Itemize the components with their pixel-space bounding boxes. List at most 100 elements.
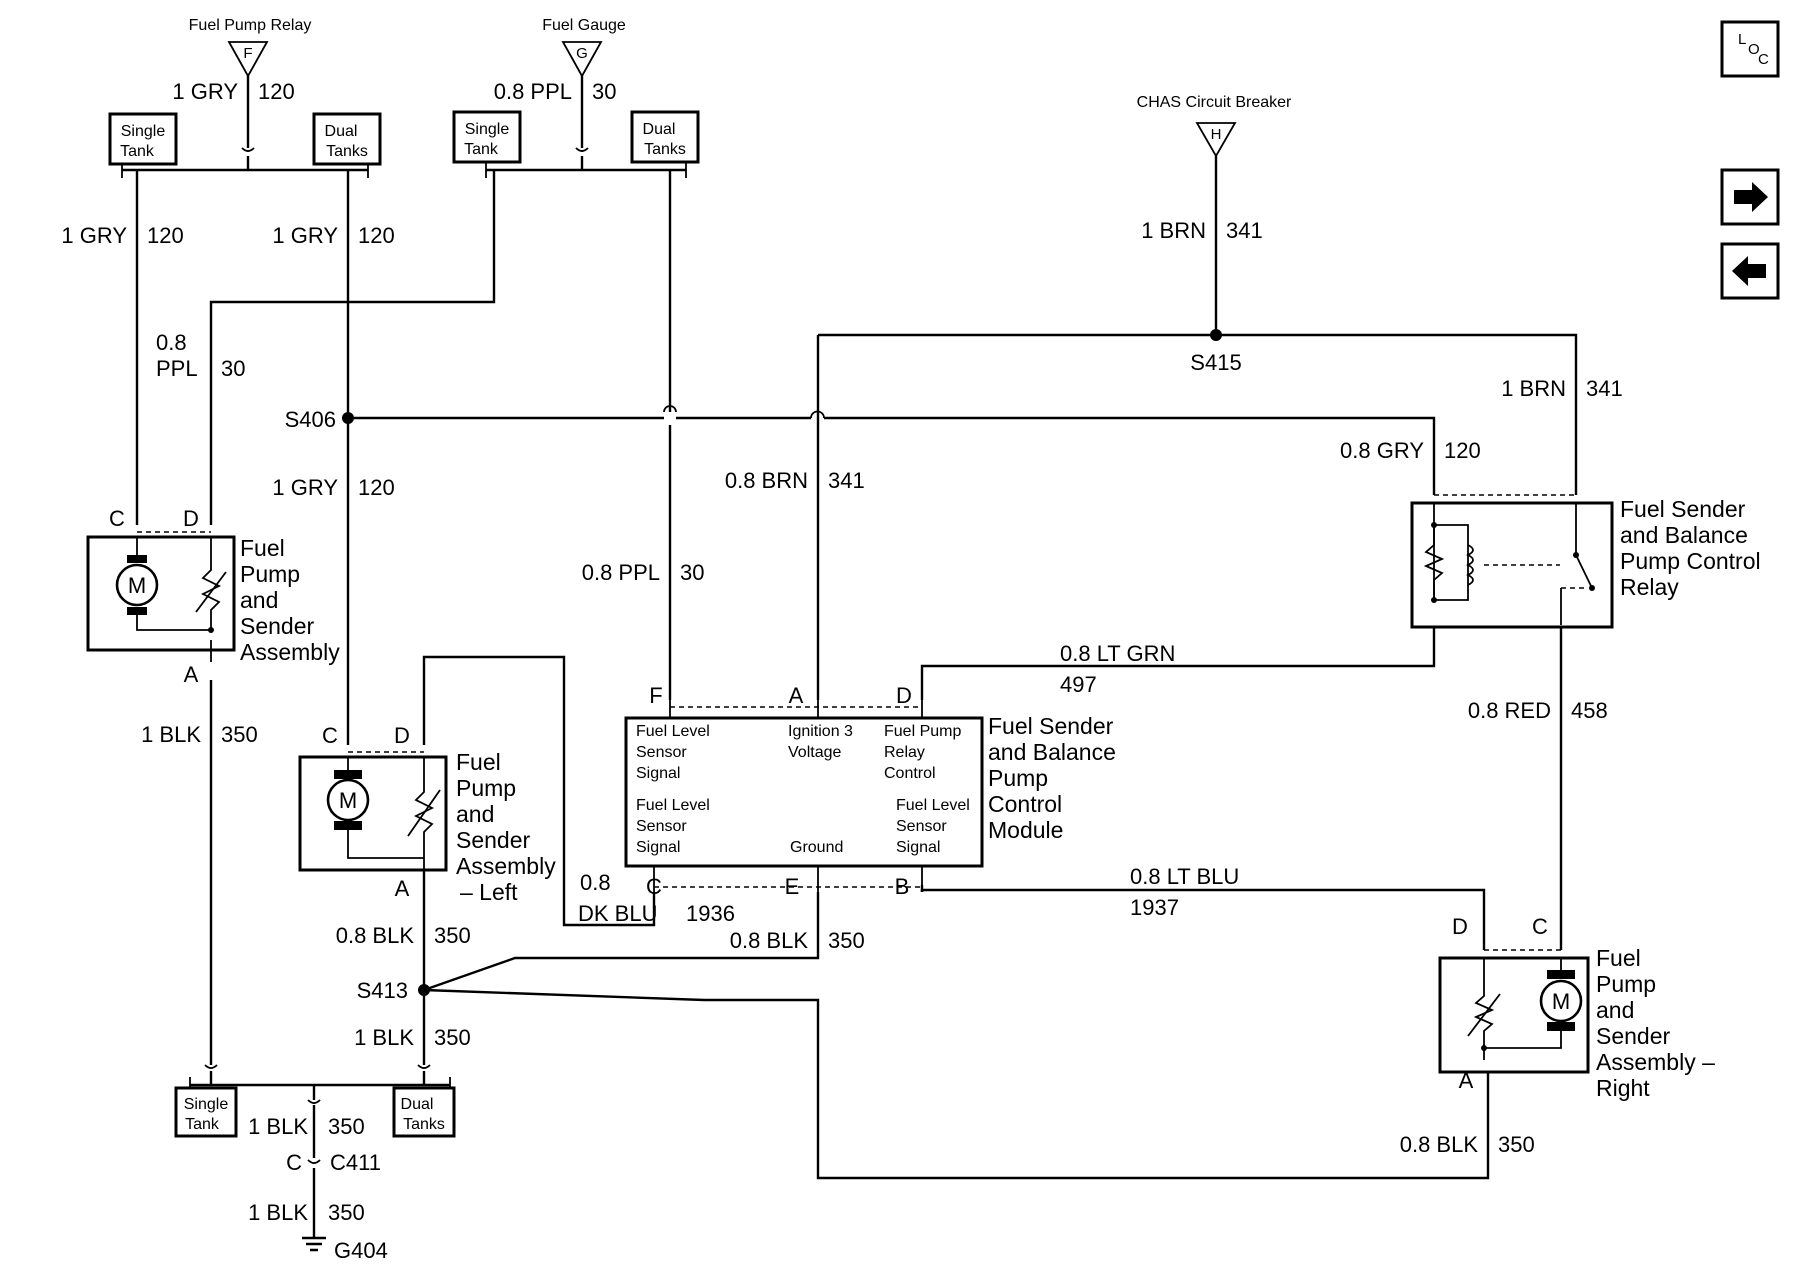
module-label-a-2: Voltage [788, 744, 841, 761]
wire-right-blk-circuit: 350 [1498, 1132, 1535, 1157]
wire-single-gry-circuit: 120 [147, 223, 184, 248]
left-assembly-name-5: Assembly [456, 853, 556, 879]
wire-s413-blk-circuit: 350 [434, 1025, 471, 1050]
previous-page-button[interactable] [1720, 242, 1780, 300]
fuel-pump-relay-connector: Fuel Pump Relay F [189, 17, 312, 78]
single-assembly-name-1: Fuel [240, 535, 285, 561]
right-assembly-pin-a: A [1459, 1068, 1474, 1093]
relay-name-4: Relay [1620, 574, 1679, 600]
fuel-sender-balance-pump-control-module: F A D C E B Fuel Level Sensor Signal Ign… [624, 683, 1116, 899]
right-assembly-pin-c: C [1532, 914, 1548, 939]
wire-module-blk-circuit: 350 [828, 928, 865, 953]
single-tank-option-box-ground: Single Tank [174, 1086, 238, 1138]
single-assembly-pin-a: A [184, 662, 199, 687]
left-assembly-pin-c: C [322, 723, 338, 748]
wire-single-ppl-circuit: 30 [221, 356, 245, 381]
dual-tanks-option-box: Dual Tanks [312, 112, 382, 166]
module-label-f-2: Sensor [636, 744, 687, 761]
wire-gauge-feed-color: 0.8 PPL [494, 79, 572, 104]
fuel-pump-relay-title: Fuel Pump Relay [189, 17, 312, 34]
module-pin-a: A [789, 683, 804, 708]
module-label-b-1: Fuel Level [896, 797, 970, 814]
loc-letter-o: O [1748, 41, 1760, 58]
wire-lt-blu-circuit: 1937 [1130, 895, 1179, 920]
module-name-5: Module [988, 817, 1063, 843]
splice-s415-label: S415 [1190, 350, 1241, 375]
right-assembly-name-1: Fuel [1596, 945, 1641, 971]
relay-switch-icon [1560, 552, 1595, 625]
module-label-c-3: Signal [636, 839, 680, 856]
module-name-4: Control [988, 791, 1062, 817]
module-label-d-1: Fuel Pump [884, 723, 961, 740]
variable-resistor-icon [1467, 978, 1501, 1060]
wire-ppl-module-color: 0.8 PPL [582, 560, 660, 585]
module-pin-b: B [895, 874, 910, 899]
module-label-c-2: Sensor [636, 818, 687, 835]
loc-letter-l: L [1738, 31, 1746, 48]
module-label-d-3: Control [884, 765, 936, 782]
dual-tanks-line1: Dual [325, 123, 358, 140]
wire-brn-relay-color: 1 BRN [1501, 376, 1566, 401]
single-tank-option-box-gauge: Single Tank [452, 110, 522, 164]
single-assembly-name-5: Assembly [240, 639, 340, 665]
single-tank-ground-line2: Tank [185, 1116, 220, 1133]
dual-tanks-gauge-line1: Dual [643, 121, 676, 138]
wire-dual-gry-circuit: 120 [358, 223, 395, 248]
fuel-pump-relay-pin: F [243, 45, 252, 62]
arrow-right-icon [1734, 182, 1768, 212]
wire-relay-feed-circuit: 120 [258, 79, 295, 104]
right-assembly-pin-d: D [1452, 914, 1468, 939]
wire-brn-main-color: 1 BRN [1141, 218, 1206, 243]
wire-right-blk-color: 0.8 BLK [1400, 1132, 1479, 1157]
wire-single-blk-color: 1 BLK [141, 722, 201, 747]
wire-single-blk-circuit: 350 [221, 722, 258, 747]
module-label-d-2: Relay [884, 744, 925, 761]
c411-pin: C [286, 1150, 302, 1175]
splice-s406-label: S406 [285, 407, 336, 432]
wire-brn-module-color: 0.8 BRN [725, 468, 808, 493]
module-label-b-3: Signal [896, 839, 940, 856]
chas-breaker-title: CHAS Circuit Breaker [1137, 94, 1292, 111]
single-assembly-name-2: Pump [240, 561, 300, 587]
single-assembly-pin-d: D [183, 506, 199, 531]
wire-gry-relay-circuit: 120 [1444, 438, 1481, 463]
wire-s413-blk-color: 1 BLK [354, 1025, 414, 1050]
single-tank-ground-line1: Single [184, 1096, 229, 1113]
single-tank-pump-sender-assembly: C D A M Fuel Pump and Sender Assembly [86, 506, 340, 687]
module-label-f-1: Fuel Level [636, 723, 710, 740]
wire-single-gry-color: 1 GRY [61, 223, 127, 248]
wire-ppl-module-circuit: 30 [680, 560, 704, 585]
right-motor-letter: M [1552, 989, 1570, 1014]
chas-breaker-pin: H [1211, 126, 1222, 143]
single-motor-letter: M [128, 573, 146, 598]
right-assembly-name-4: Sender [1596, 1023, 1671, 1049]
relay-name-2: and Balance [1620, 522, 1748, 548]
dual-tanks-option-box-gauge: Dual Tanks [630, 110, 700, 164]
wire-brn-module-circuit: 341 [828, 468, 865, 493]
single-assembly-name-3: and [240, 587, 278, 613]
dual-tanks-gauge-line2: Tanks [644, 141, 686, 158]
module-pin-d: D [896, 683, 912, 708]
wire-single-ppl-gauge: 0.8 [156, 330, 187, 355]
next-page-button[interactable] [1720, 168, 1780, 226]
left-assembly-pin-a: A [395, 876, 410, 901]
loc-button[interactable]: L O C [1720, 20, 1780, 78]
module-pin-c: C [646, 874, 662, 899]
wire-gry-relay-color: 0.8 GRY [1340, 438, 1424, 463]
wire-ground-blk-circuit: 350 [328, 1114, 365, 1139]
left-assembly-name-6: – Left [460, 879, 518, 905]
ground-g404-label: G404 [334, 1238, 388, 1263]
single-tank-option-box: Single Tank [108, 112, 178, 166]
wire-dual-gry-color: 1 GRY [272, 223, 338, 248]
wire-red-color: 0.8 RED [1468, 698, 1551, 723]
module-pin-f: F [649, 683, 662, 708]
fuel-sender-balance-pump-control-relay: Fuel Sender and Balance Pump Control Rel… [1410, 494, 1761, 629]
motor-icon: M [1539, 970, 1583, 1031]
module-label-a-1: Ignition 3 [788, 723, 853, 740]
relay-name-1: Fuel Sender [1620, 496, 1746, 522]
wire-lt-grn-circuit: 497 [1060, 672, 1097, 697]
wire-dk-blu-circuit: 1936 [686, 901, 735, 926]
splice-s413-dot [418, 984, 430, 996]
fuel-gauge-title: Fuel Gauge [542, 17, 626, 34]
module-name-3: Pump [988, 765, 1048, 791]
